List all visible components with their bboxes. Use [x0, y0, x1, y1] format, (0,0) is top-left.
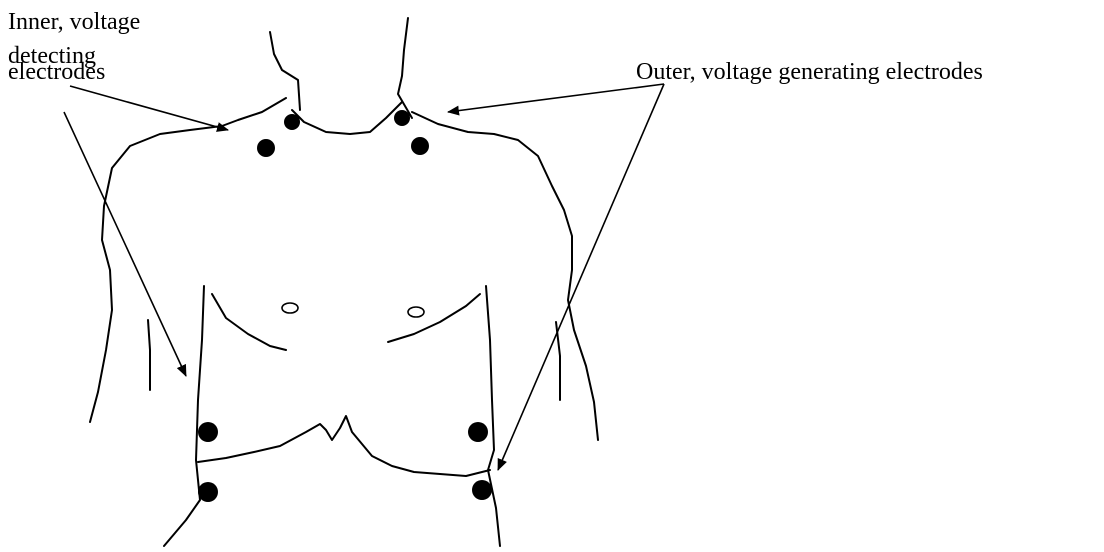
torso-left-side-outline [164, 286, 204, 546]
torso-right-side-outline [486, 286, 500, 546]
lower-left-inner-electrode [198, 422, 218, 442]
arrow-inner-to-upper-left [70, 86, 228, 130]
upper-left-inner-electrode [257, 139, 275, 157]
left-nipple [282, 303, 298, 313]
inner-electrodes-label-line-3: electrodes [8, 58, 105, 86]
upper-right-inner-electrode [411, 137, 429, 155]
arrow-outer-to-lower-right [498, 84, 664, 470]
lower-left-outer-electrode [198, 482, 218, 502]
lower-right-outer-electrode [472, 480, 492, 500]
right-nipple [408, 307, 424, 317]
lower-chest-outline [198, 416, 490, 476]
neck-base-outline [292, 102, 402, 134]
outer-electrodes-label: Outer, voltage generating electrodes [636, 58, 983, 86]
arrow-outer-to-upper-right [448, 84, 664, 112]
left-inner-arm-outline [148, 320, 150, 390]
left-pectoral-outline [212, 294, 286, 350]
right-shoulder-outline [412, 112, 598, 440]
left-shoulder-outline [90, 98, 286, 422]
upper-left-outer-electrode [284, 114, 300, 130]
inner-electrodes-label-line-1: Inner, voltage [8, 8, 140, 36]
upper-right-outer-electrode [394, 110, 410, 126]
right-pectoral-outline [388, 294, 480, 342]
lower-right-inner-electrode [468, 422, 488, 442]
